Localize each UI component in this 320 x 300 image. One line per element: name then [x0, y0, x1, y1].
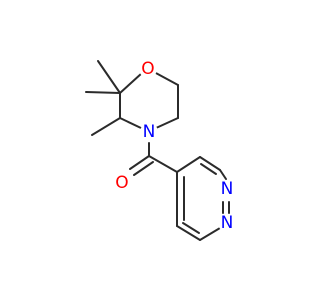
- molecule-structure: O N O N N: [85, 59, 236, 241]
- atom-n-pyr-2: N: [218, 179, 236, 199]
- bond-c5-n4: [155, 117, 179, 129]
- bond-carbonyl-co-2: [133, 161, 154, 176]
- bonds: [85, 60, 230, 241]
- bond-c2-methyl-a: [97, 60, 121, 94]
- atom-n-pyr-1: N: [218, 213, 236, 233]
- atom-n-amide-label: N: [143, 122, 156, 142]
- bond-pyr-c6-c5b-inner: [182, 222, 200, 234]
- bond-c3-methyl: [91, 117, 121, 136]
- bond-carbonyl-co-1: [129, 155, 150, 170]
- atom-o-ring-label: O: [141, 59, 154, 79]
- bond-pyr-n1-c6: [199, 227, 221, 241]
- atom-n-pyr-2-label: N: [221, 179, 234, 199]
- bond-n4-c3: [119, 117, 142, 129]
- atom-n-amide: N: [140, 122, 158, 142]
- atom-o-carbonyl-label: O: [115, 173, 128, 193]
- bond-c2-o1: [119, 72, 143, 94]
- atom-o-carbonyl: O: [113, 173, 131, 193]
- bond-pyr-c3-n2: [219, 169, 227, 180]
- atom-labels: O N O N N: [113, 59, 236, 233]
- bond-pyr-c4-c5: [176, 156, 201, 173]
- atom-n-pyr-1-label: N: [221, 213, 234, 233]
- bond-pyr-c5-c3: [199, 156, 221, 171]
- bond-pyr-c5-c3-inner: [200, 163, 217, 175]
- bond-c2-methyl-b: [85, 91, 121, 94]
- bond-carbonyl-aryl: [148, 155, 178, 173]
- atom-o-ring: O: [139, 59, 157, 79]
- bond-o1-c6: [153, 71, 179, 86]
- bond-pyr-c6-c5b: [176, 225, 201, 241]
